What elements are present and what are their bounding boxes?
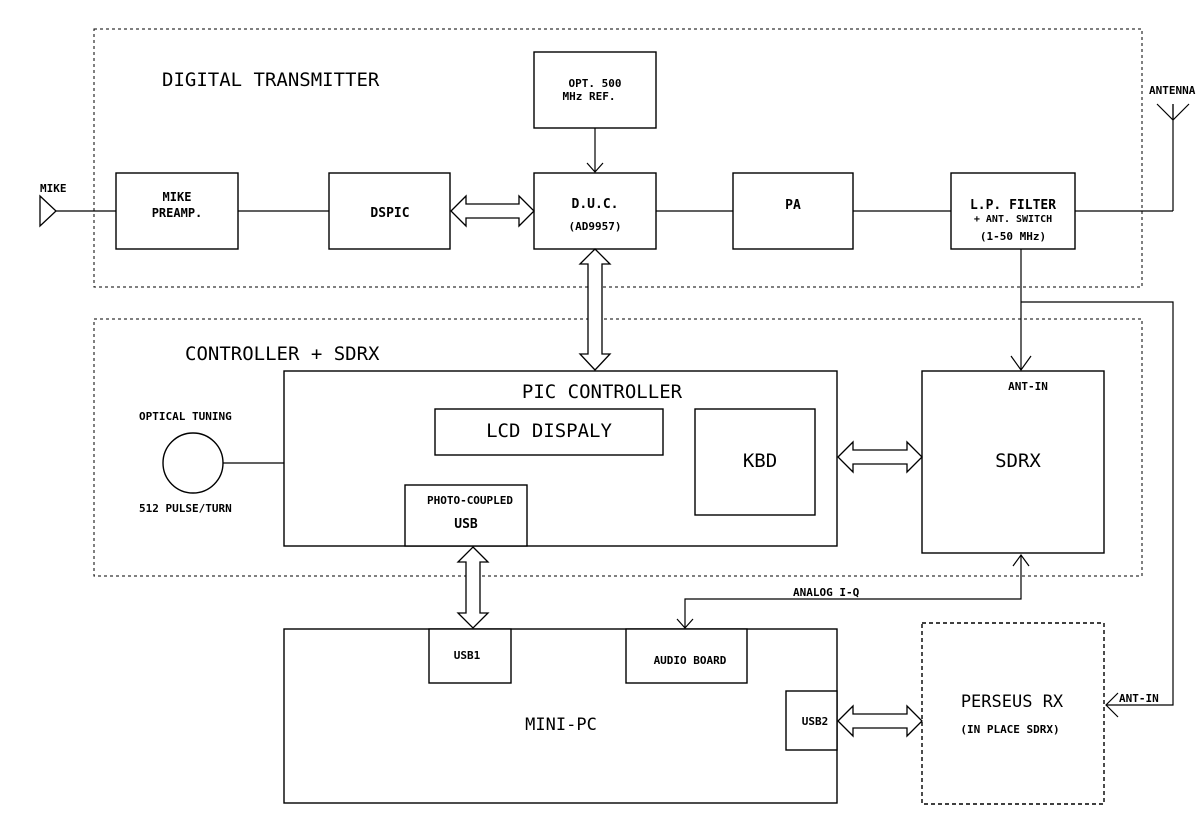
pic-sdrx-bidirectional-arrow: [837, 440, 923, 474]
opt-500mhz-ref-block: OPT. 500 MHz REF.: [533, 51, 657, 129]
svg-text:(1-50 MHz): (1-50 MHz): [980, 230, 1046, 243]
svg-text:(AD9957): (AD9957): [569, 220, 622, 233]
svg-text:MINI-PC: MINI-PC: [525, 715, 597, 735]
duc-pic-bidirectional-arrow: [578, 248, 612, 371]
usb1-block: USB1: [428, 628, 512, 684]
svg-text:USB2: USB2: [802, 715, 829, 728]
mike-preamp-block: MIKE PREAMP.: [115, 172, 239, 250]
svg-text:D.U.C.: D.U.C.: [572, 197, 619, 212]
svg-text:PREAMP.: PREAMP.: [152, 206, 203, 220]
usb-usb1-bidirectional-arrow: [456, 546, 490, 629]
sdrx-block: ANT-IN SDRX: [921, 370, 1105, 554]
svg-text:AUDIO BOARD: AUDIO BOARD: [654, 654, 727, 667]
svg-text:DSPIC: DSPIC: [370, 206, 409, 221]
dspic-block: DSPIC: [328, 172, 451, 250]
controller-section-title: CONTROLLER + SDRX: [185, 343, 380, 365]
transmitter-section-title: DIGITAL TRANSMITTER: [162, 69, 380, 91]
signal-lines: [56, 104, 1174, 718]
svg-text:+ ANT. SWITCH: + ANT. SWITCH: [974, 214, 1052, 225]
mini-pc-block: MINI-PC: [283, 628, 838, 804]
svg-text:LCD DISPALY: LCD DISPALY: [486, 420, 612, 442]
pa-block: PA: [732, 172, 854, 250]
svg-text:PERSEUS RX: PERSEUS RX: [961, 692, 1064, 712]
svg-text:USB1: USB1: [454, 649, 481, 662]
perseus-rx-block: PERSEUS RX (IN PLACE SDRX): [921, 622, 1105, 805]
controller-section-frame: [93, 318, 1143, 577]
svg-text:L.P. FILTER: L.P. FILTER: [970, 198, 1056, 213]
svg-text:PIC CONTROLLER: PIC CONTROLLER: [522, 381, 683, 403]
svg-text:MHz REF.: MHz REF.: [563, 90, 616, 103]
svg-text:OPT. 500: OPT. 500: [569, 77, 622, 90]
dspic-duc-bidirectional-arrow: [450, 194, 535, 228]
svg-text:SDRX: SDRX: [995, 450, 1041, 472]
svg-text:ANT-IN: ANT-IN: [1008, 380, 1048, 393]
optical-tuning-label: OPTICAL TUNING: [139, 410, 232, 423]
pulse-per-turn-label: 512 PULSE/TURN: [139, 502, 232, 515]
perseus-ant-in-label: ANT-IN: [1119, 692, 1159, 705]
optical-encoder-icon: [162, 432, 224, 494]
svg-text:KBD: KBD: [743, 450, 777, 472]
usb2-block: USB2: [785, 690, 838, 751]
usb2-perseus-bidirectional-arrow: [837, 704, 923, 738]
mike-label: MIKE: [40, 182, 67, 195]
svg-text:PHOTO-COUPLED: PHOTO-COUPLED: [427, 494, 513, 507]
lcd-display-block: LCD DISPALY: [434, 408, 664, 456]
antenna-label: ANTENNA: [1149, 84, 1196, 97]
analog-iq-label: ANALOG I-Q: [793, 586, 860, 599]
transmitter-section-frame: [93, 28, 1143, 288]
duc-block: D.U.C. (AD9957): [533, 172, 657, 250]
microphone-icon: [39, 194, 57, 228]
svg-text:USB: USB: [454, 517, 478, 532]
audio-board-block: AUDIO BOARD: [625, 628, 748, 684]
svg-text:PA: PA: [785, 198, 801, 213]
kbd-block: KBD: [694, 408, 816, 516]
photo-coupled-usb-block: PHOTO-COUPLED USB: [404, 484, 528, 547]
svg-text:(IN PLACE SDRX): (IN PLACE SDRX): [960, 723, 1059, 736]
svg-text:MIKE: MIKE: [163, 190, 192, 204]
lp-filter-ant-switch-block: L.P. FILTER + ANT. SWITCH (1-50 MHz): [950, 172, 1076, 250]
